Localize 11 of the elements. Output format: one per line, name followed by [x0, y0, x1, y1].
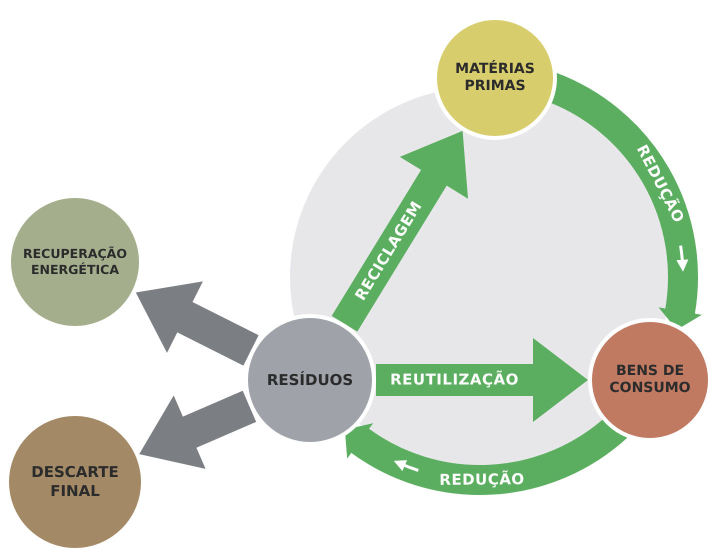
node-label: BENS DE CONSUMO [608, 362, 692, 398]
node-label: RECUPERAÇÃO ENERGÉTICA [22, 246, 128, 278]
arrow [376, 338, 588, 422]
edge-label: REDUÇÃO [439, 472, 525, 488]
arrow [136, 281, 259, 366]
arrow [139, 390, 256, 469]
node-label: MATÉRIAS PRIMAS [454, 60, 536, 96]
arrow [332, 130, 468, 332]
node-label: RESÍDUOS [266, 370, 354, 390]
edge-label: REUTILIZAÇÃO [390, 372, 519, 388]
node-label: DESCARTE FINAL [30, 463, 120, 501]
